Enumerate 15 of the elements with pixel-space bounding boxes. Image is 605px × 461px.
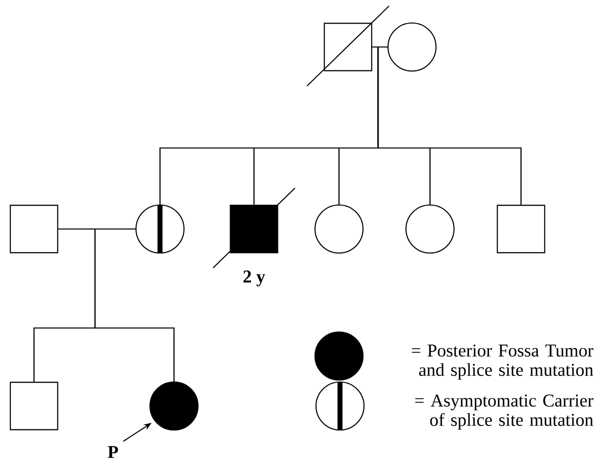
proband-label: P (108, 446, 118, 458)
female-symbol (405, 204, 455, 254)
female-symbol (135, 204, 185, 254)
male-symbol (10, 204, 58, 254)
male-symbol (230, 204, 278, 254)
male-symbol (324, 22, 372, 72)
female-symbol (314, 204, 364, 254)
female-symbol (149, 381, 199, 431)
male-symbol (10, 382, 58, 430)
legend-text: = Posterior Fossa Tumor and splice site mutation (412, 344, 594, 380)
pedigree-line (94, 228, 175, 382)
legend-text: = Asymptomatic Carrier of splice site mutation (415, 394, 594, 430)
male-symbol (496, 204, 546, 254)
age-label: 2 y (244, 270, 266, 286)
female-symbol (387, 22, 437, 72)
